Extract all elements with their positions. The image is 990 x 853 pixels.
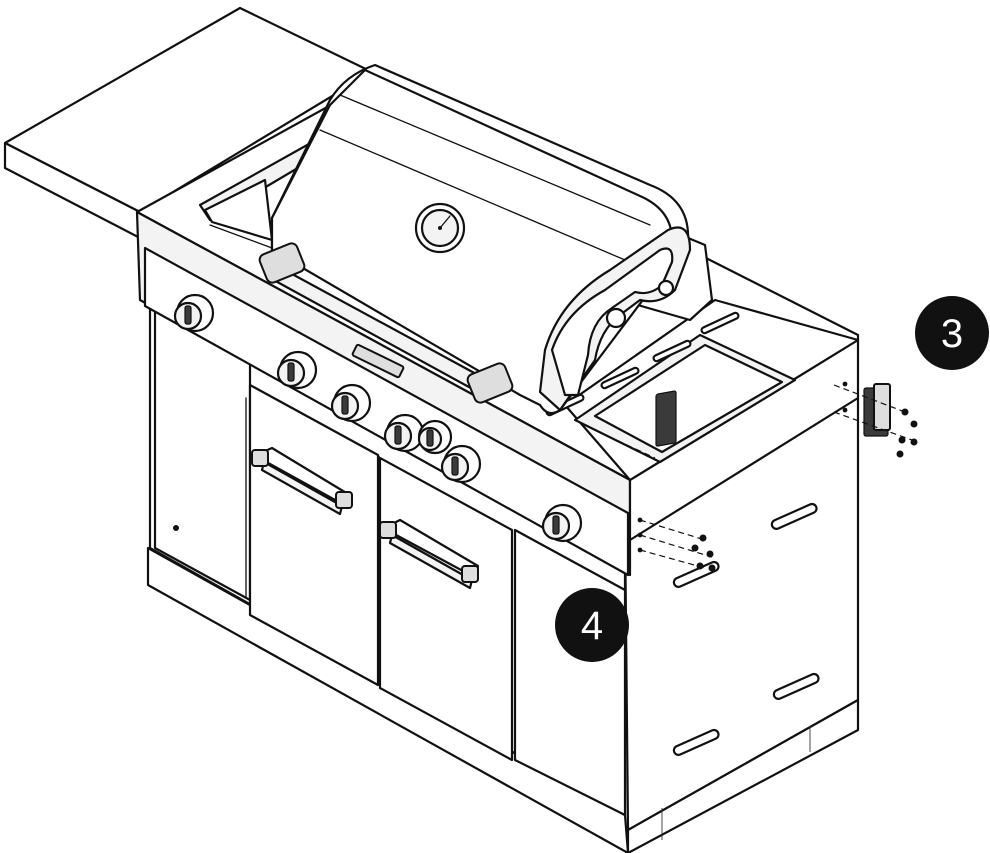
door-handle-left	[251, 446, 353, 516]
control-knobs	[173, 293, 583, 543]
grill-hood	[258, 63, 714, 415]
callout-3: 3	[915, 296, 989, 370]
door-handle-right	[379, 518, 480, 590]
knob-icon	[276, 350, 318, 390]
knob-icon	[417, 419, 453, 455]
knob-icon	[173, 293, 215, 333]
left-side-shelf	[3, 6, 374, 240]
callout-3-label: 3	[941, 312, 963, 356]
rear-slots	[545, 311, 740, 417]
vent-slots	[672, 502, 820, 756]
knob-icon	[330, 383, 372, 423]
knob-icon	[383, 413, 425, 453]
callout-4-label: 4	[581, 604, 603, 648]
bracket-step-4	[637, 390, 716, 572]
thermometer-icon	[414, 202, 466, 254]
knob-icon	[541, 503, 583, 543]
hood-handle	[258, 242, 514, 404]
callout-4: 4	[555, 588, 629, 662]
knob-icon	[440, 444, 482, 484]
bracket-step-3	[833, 381, 918, 458]
main-cabinet	[146, 298, 630, 853]
